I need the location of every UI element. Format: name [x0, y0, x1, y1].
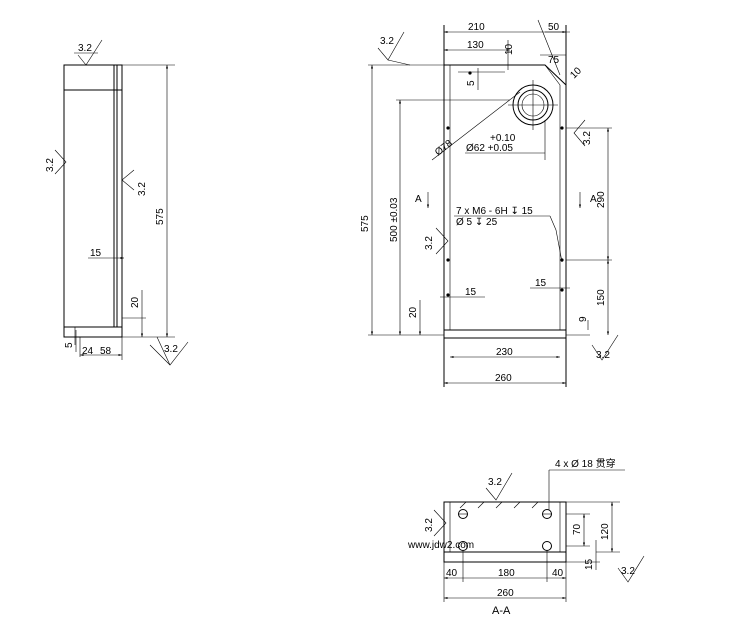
front-view: 210 50 130 10 75 5 10 +0.10 Ø62 +0.05 Ø7…: [360, 19, 619, 387]
section-roughness-left: 3.2: [424, 518, 435, 532]
front-dim-15a: 15: [465, 287, 477, 298]
front-roughness-top: 3.2: [380, 36, 394, 47]
section-dim-40b: 40: [552, 568, 564, 579]
front-dia62: Ø62 +0.05: [466, 143, 513, 154]
front-dim-150: 150: [596, 289, 607, 306]
side-roughness-inner: 3.2: [137, 182, 148, 196]
front-dim-230: 230: [496, 347, 513, 358]
section-roughness-right: 3.2: [621, 566, 635, 577]
side-roughness-bottom: 3.2: [164, 344, 178, 355]
front-dim-10: 10: [504, 43, 515, 55]
section-hatch: [459, 501, 539, 509]
front-dim-130: 130: [467, 40, 484, 51]
front-tol: +0.10: [490, 133, 516, 144]
front-roughness-left: 3.2: [424, 236, 435, 250]
side-dim-58: 58: [100, 346, 112, 357]
section-dim-15: 15: [584, 558, 595, 570]
front-dim-10b: 10: [568, 65, 584, 81]
side-dim-5: 5: [64, 342, 75, 348]
front-roughness-right: 3.2: [582, 131, 593, 145]
side-dim-24: 24: [82, 346, 94, 357]
front-dim-575: 575: [360, 215, 371, 232]
section-dim-180: 180: [498, 568, 515, 579]
section-roughness-top: 3.2: [488, 477, 502, 488]
side-roughness-left: 3.2: [45, 158, 56, 172]
side-dim-15: 15: [90, 248, 102, 259]
front-thread-note-1: 7 x M6 - 6H ↧ 15: [456, 206, 533, 217]
front-section-mark-right: A: [590, 194, 597, 205]
side-dim-height: 575: [155, 208, 166, 225]
front-dim-500: 500 ±0.03: [389, 197, 400, 242]
section-hole-note: 4 x Ø 18 贯穿: [555, 457, 616, 470]
front-dim-5: 5: [466, 80, 477, 86]
front-dim-20: 20: [408, 306, 419, 318]
front-dim-210: 210: [468, 22, 485, 33]
side-view: 575 15 20 5 24 58 3.2 3.2 3.2 3.2: [45, 39, 189, 366]
front-dim-75: 75: [548, 55, 560, 66]
section-dim-40a: 40: [446, 568, 458, 579]
section-view: 4 x Ø 18 贯穿 70 120 15 40 180 40 260 A-A …: [424, 457, 645, 617]
front-dim-9: 9: [578, 316, 589, 322]
section-title: A-A: [492, 605, 511, 617]
watermark: www.jdw2.com: [407, 540, 474, 551]
side-dim-20: 20: [130, 296, 141, 308]
front-section-mark-left: A: [415, 194, 422, 205]
section-dim-120: 120: [600, 523, 611, 540]
front-dim-290: 290: [596, 191, 607, 208]
side-roughness-top: 3.2: [78, 43, 92, 54]
thread-holes: [446, 71, 564, 297]
front-roughness-bottom: 3.2: [596, 350, 610, 361]
section-dim-70: 70: [572, 523, 583, 535]
front-dim-50: 50: [548, 22, 560, 33]
section-dim-260: 260: [497, 588, 514, 599]
front-thread-note-2: Ø 5 ↧ 25: [456, 217, 498, 228]
front-dim-260: 260: [495, 373, 512, 384]
front-dim-15b: 15: [535, 278, 547, 289]
